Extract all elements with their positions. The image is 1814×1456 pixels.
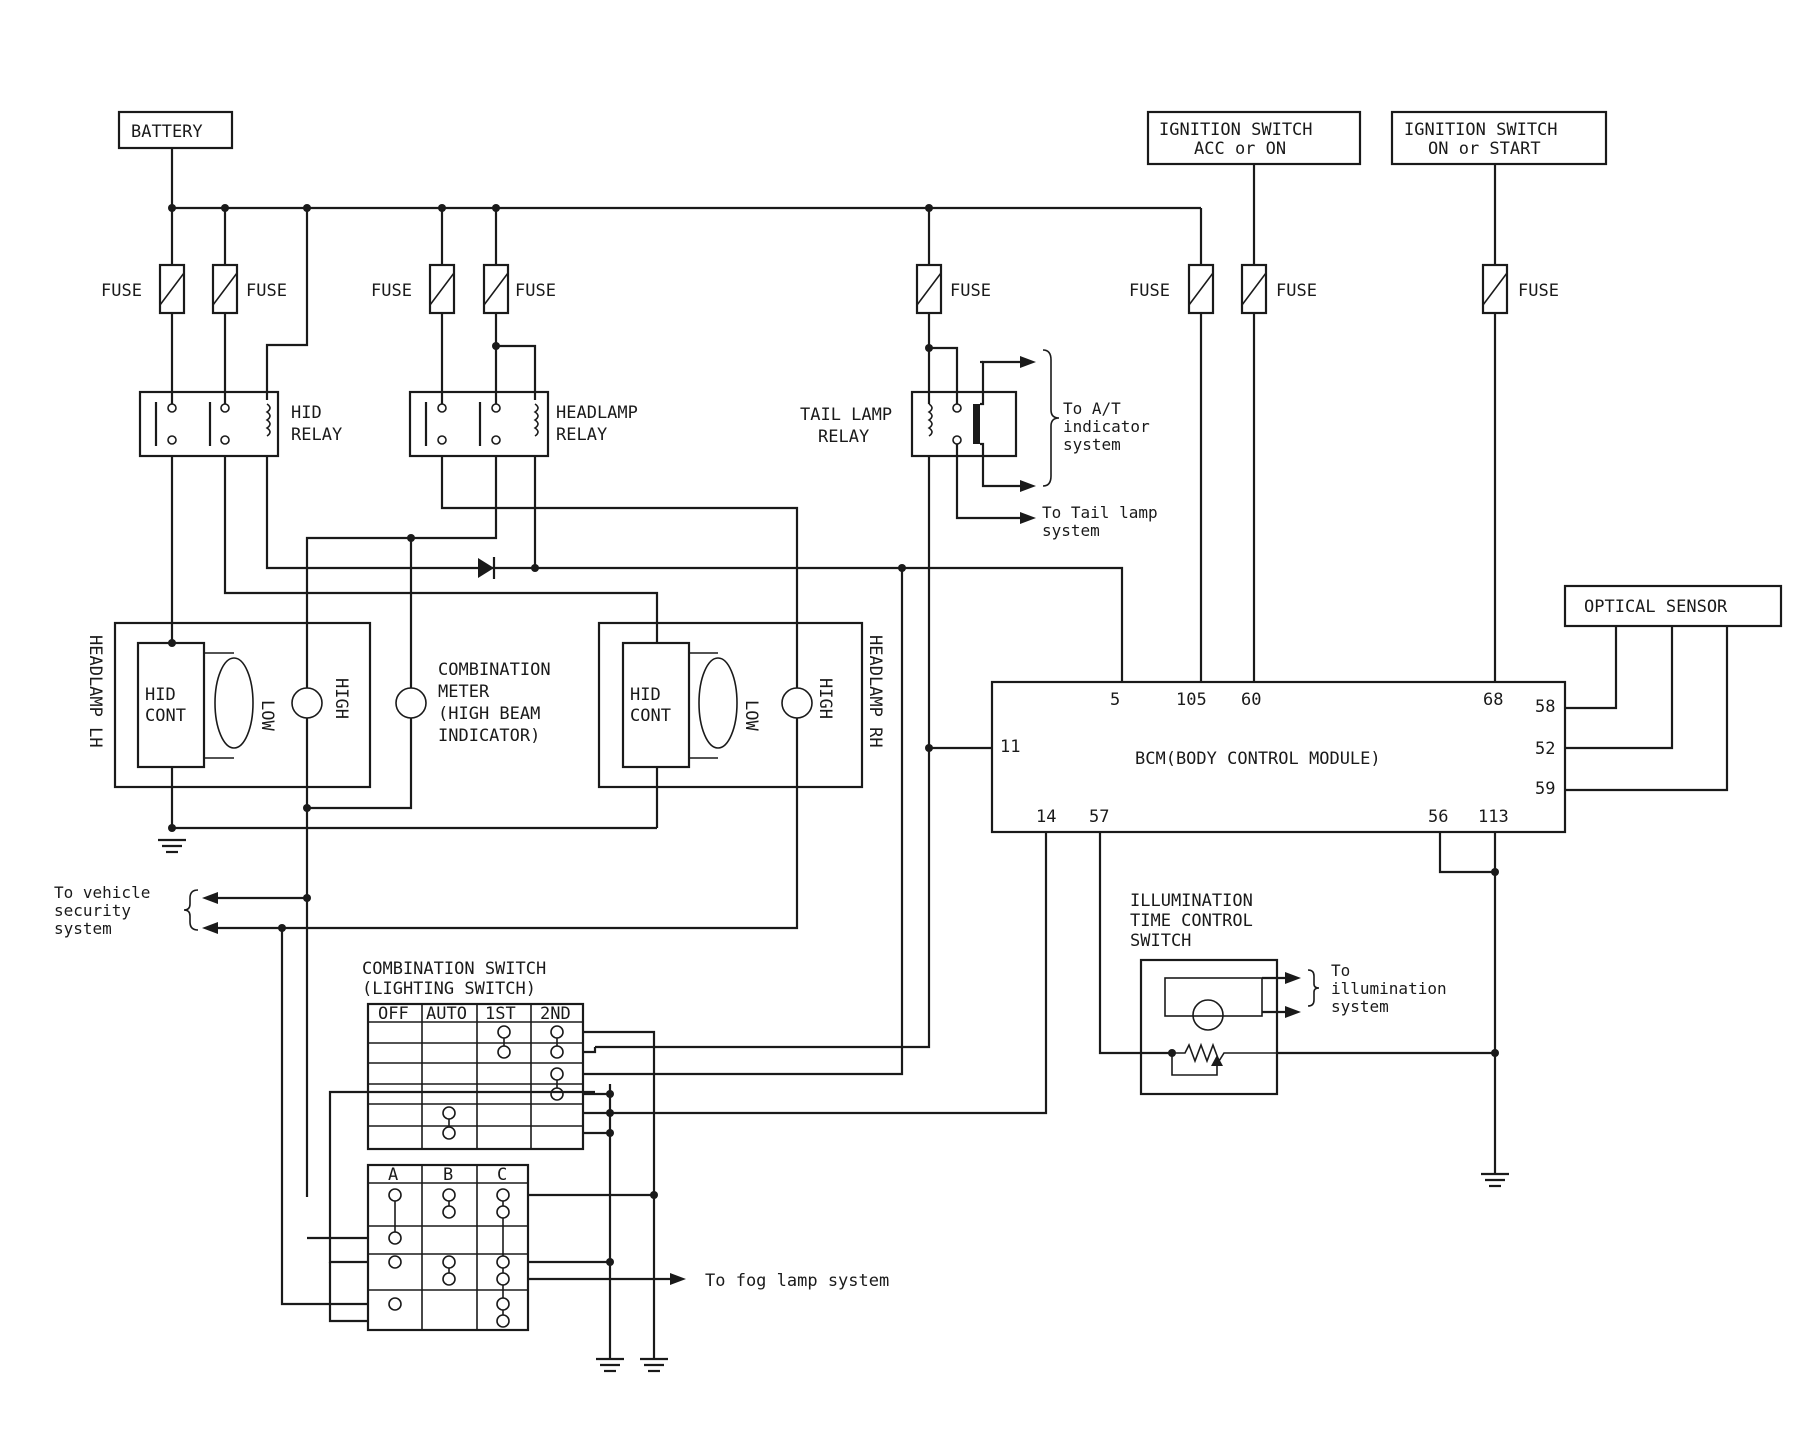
headlamp-relay-label-1: HEADLAMP bbox=[556, 403, 638, 423]
bcm: BCM(BODY CONTROL MODULE) 5 105 60 68 58 … bbox=[595, 313, 1567, 1188]
to-illum-label-1: To bbox=[1331, 961, 1350, 980]
to-at-label-3: system bbox=[1063, 435, 1121, 454]
ignition-acc-label-1: IGNITION SWITCH bbox=[1159, 120, 1313, 140]
headlamp-rh: HID CONT LOW HIGH HEADLAMP RH bbox=[597, 621, 885, 789]
optical-sensor-label: OPTICAL SENSOR bbox=[1584, 597, 1728, 617]
pin-59: 59 bbox=[1535, 779, 1555, 799]
illum-label-3: SWITCH bbox=[1130, 931, 1191, 951]
illumination-switch: ILLUMINATION TIME CONTROL SWITCH To illu… bbox=[1098, 832, 1499, 1096]
ignition-acc-label-2: ACC or ON bbox=[1194, 139, 1286, 159]
hid-cont-label-2: CONT bbox=[630, 706, 671, 726]
to-security-label-2: security bbox=[54, 901, 131, 920]
to-illum-label-2: illumination bbox=[1331, 979, 1447, 998]
headlamp-lh: HID CONT LOW HIGH HEADLAMP LH bbox=[85, 456, 372, 854]
to-illum-label-3: system bbox=[1331, 997, 1389, 1016]
switch-pos-auto: AUTO bbox=[426, 1004, 467, 1024]
ignition-start-label-1: IGNITION SWITCH bbox=[1404, 120, 1558, 140]
ignition-start-box: IGNITION SWITCH ON or START bbox=[1390, 110, 1608, 265]
switch-pos-off: OFF bbox=[378, 1004, 409, 1024]
high-label: HIGH bbox=[815, 678, 835, 719]
headlamp-lh-label: HEADLAMP LH bbox=[85, 635, 105, 748]
optical-sensor: OPTICAL SENSOR bbox=[1563, 584, 1783, 792]
comb-meter-label-2: METER bbox=[438, 682, 490, 702]
hid-relay-label-1: HID bbox=[291, 403, 322, 423]
bcm-label: BCM(BODY CONTROL MODULE) bbox=[1135, 749, 1381, 769]
tail-lamp-relay: TAIL LAMP RELAY To A/T indicator system … bbox=[800, 313, 1158, 540]
pin-113: 113 bbox=[1478, 807, 1509, 827]
pin-52: 52 bbox=[1535, 739, 1555, 759]
power-bus bbox=[168, 148, 1203, 265]
fuse-label: FUSE bbox=[950, 281, 991, 301]
pin-60: 60 bbox=[1241, 690, 1261, 710]
switch-pos-2nd: 2ND bbox=[540, 1004, 571, 1024]
to-at-label-1: To A/T bbox=[1063, 399, 1121, 418]
comb-meter-label-1: COMBINATION bbox=[438, 660, 551, 680]
illum-label-2: TIME CONTROL bbox=[1130, 911, 1253, 931]
headlamp-relay-label-2: RELAY bbox=[556, 425, 607, 445]
fuses: FUSE FUSE FUSE FUSE FUSE FUSE FUSE FUSE bbox=[101, 208, 1559, 315]
comb-switch-label-1: COMBINATION SWITCH bbox=[362, 959, 546, 979]
fuse-label: FUSE bbox=[371, 281, 412, 301]
pin-58: 58 bbox=[1535, 697, 1555, 717]
combination-meter: COMBINATION METER (HIGH BEAM INDICATOR) bbox=[395, 660, 551, 746]
to-security-label-3: system bbox=[54, 919, 112, 938]
fuse-label: FUSE bbox=[246, 281, 287, 301]
to-at-label-2: indicator bbox=[1063, 417, 1150, 436]
to-security-label-1: To vehicle bbox=[54, 883, 150, 902]
pin-105: 105 bbox=[1176, 690, 1207, 710]
high-label: HIGH bbox=[331, 678, 351, 719]
hid-relay: HID RELAY bbox=[138, 208, 342, 458]
pin-5: 5 bbox=[1110, 690, 1120, 710]
comb-meter-label-3: (HIGH BEAM bbox=[438, 704, 540, 724]
ignition-acc-box: IGNITION SWITCH ACC or ON bbox=[1146, 110, 1362, 265]
pin-57: 57 bbox=[1089, 807, 1109, 827]
to-fog-label: To fog lamp system bbox=[705, 1271, 889, 1291]
to-tail-label-1: To Tail lamp bbox=[1042, 503, 1158, 522]
fuse-label: FUSE bbox=[1518, 281, 1559, 301]
fuse-label: FUSE bbox=[1276, 281, 1317, 301]
switch-c: C bbox=[497, 1165, 507, 1185]
battery-label: BATTERY bbox=[131, 122, 203, 142]
hid-cont-label-2: CONT bbox=[145, 706, 186, 726]
headlamp-rh-label: HEADLAMP RH bbox=[865, 635, 885, 748]
fuse-label: FUSE bbox=[515, 281, 556, 301]
ignition-start-label-2: ON or START bbox=[1428, 139, 1541, 159]
hid-cont-label-1: HID bbox=[145, 685, 176, 705]
hid-cont-label-1: HID bbox=[630, 685, 661, 705]
pin-11: 11 bbox=[1000, 737, 1020, 757]
headlamp-relay: HEADLAMP RELAY bbox=[408, 313, 638, 458]
battery-box: BATTERY bbox=[117, 110, 234, 150]
switch-pos-1st: 1ST bbox=[485, 1004, 516, 1024]
low-label: LOW bbox=[741, 700, 761, 731]
fuse-label: FUSE bbox=[101, 281, 142, 301]
switch-a: A bbox=[388, 1165, 398, 1185]
to-tail-label-2: system bbox=[1042, 521, 1100, 540]
illum-label-1: ILLUMINATION bbox=[1130, 891, 1253, 911]
headlamp-wiring: To vehicle security system bbox=[54, 456, 1124, 1197]
tail-relay-label-1: TAIL LAMP bbox=[800, 405, 892, 425]
tail-relay-label-2: RELAY bbox=[818, 427, 869, 447]
low-label: LOW bbox=[257, 700, 277, 731]
comb-switch-label-2: (LIGHTING SWITCH) bbox=[362, 979, 536, 999]
pin-14: 14 bbox=[1036, 807, 1056, 827]
pin-56: 56 bbox=[1428, 807, 1448, 827]
pin-68: 68 bbox=[1483, 690, 1503, 710]
switch-b: B bbox=[443, 1165, 453, 1185]
hid-relay-label-2: RELAY bbox=[291, 425, 342, 445]
comb-meter-label-4: INDICATOR) bbox=[438, 726, 540, 746]
combination-switch: COMBINATION SWITCH (LIGHTING SWITCH) OFF… bbox=[280, 568, 1048, 1373]
fuse-label: FUSE bbox=[1129, 281, 1170, 301]
